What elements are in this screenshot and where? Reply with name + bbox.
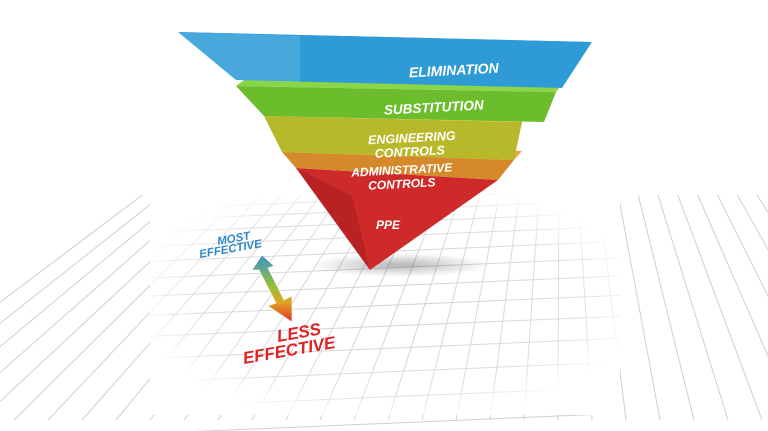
grid-line [0,194,183,348]
inverted-pyramid: PPE ADMINISTRATIVE CONTROLS ENGINEERING … [178,32,592,270]
level-engineering-label-line2: CONTROLS [374,143,445,161]
level-administrative-label-line2: CONTROLS [368,175,436,193]
level-engineering-shape [264,116,522,160]
grid-line [756,194,768,214]
level-elimination-label: ELIMINATION [408,60,500,81]
pyramid-shadow [310,253,490,277]
effectiveness-arrow-shape [251,254,293,323]
level-ppe-side [296,168,370,270]
level-engineering-label-line1: ENGINEERING [368,129,456,148]
grid-line [736,194,768,251]
grid-line [637,194,695,421]
level-substitution-label: SUBSTITUTION [384,97,485,117]
grid-line [657,194,729,421]
grid-line [194,412,621,431]
level-administrative-label-line1: ADMINISTRATIVE [350,160,454,179]
level-elimination-sheen [178,32,300,82]
grid-line [0,194,163,325]
level-administrative-shape [282,152,514,180]
grid-line [617,194,661,421]
grid-line [677,194,763,421]
level-elimination: ELIMINATION [178,32,592,88]
level-substitution-shape [236,86,556,122]
effectiveness-arrow [251,254,293,323]
level-substitution: SUBSTITUTION [236,80,562,122]
most-effective-label-line1: MOST [216,230,252,248]
level-ppe: PPE [296,168,498,270]
grid-line [0,194,143,303]
grid-line [717,194,768,298]
grid-line [697,194,768,358]
level-elimination-shape [178,32,592,88]
level-ppe-label: PPE [376,218,401,232]
